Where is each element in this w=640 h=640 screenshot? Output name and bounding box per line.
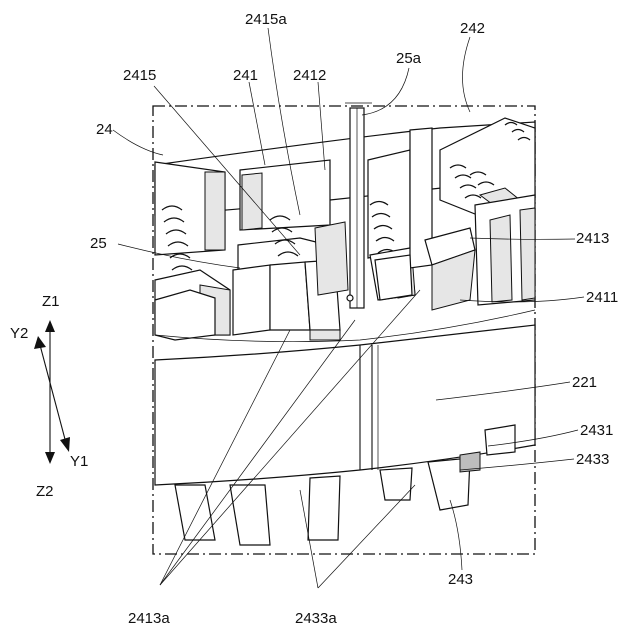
plate-2412 (315, 222, 348, 295)
axis-indicator (34, 320, 70, 464)
right-tooth-block (475, 195, 535, 305)
label-25a: 25a (396, 50, 422, 67)
axis-label-z1: Z1 (42, 293, 60, 310)
label-242: 242 (460, 20, 485, 37)
y2-arrow-icon (34, 336, 46, 349)
label-2413: 2413 (576, 230, 609, 247)
label-2431: 2431 (580, 422, 613, 439)
label-221: 221 (572, 374, 597, 391)
z1-arrow-icon (45, 320, 55, 332)
label-24: 24 (96, 121, 113, 138)
label-2415a: 2415a (245, 11, 287, 28)
axis-label-z2: Z2 (36, 483, 54, 500)
label-2433a: 2433a (295, 610, 337, 627)
label-2411: 2411 (586, 289, 618, 306)
axis-label-y2: Y2 (10, 325, 28, 342)
label-241: 241 (233, 67, 258, 84)
label-2415: 2415 (123, 67, 156, 84)
label-2412: 2412 (293, 67, 326, 84)
label-25: 25 (90, 235, 107, 252)
label-2433: 2433 (576, 451, 609, 468)
label-2413a: 2413a (128, 610, 170, 627)
z2-arrow-icon (45, 452, 55, 464)
axis-label-y1: Y1 (70, 453, 88, 470)
label-243: 243 (448, 571, 473, 588)
y1-arrow-icon (60, 437, 70, 452)
